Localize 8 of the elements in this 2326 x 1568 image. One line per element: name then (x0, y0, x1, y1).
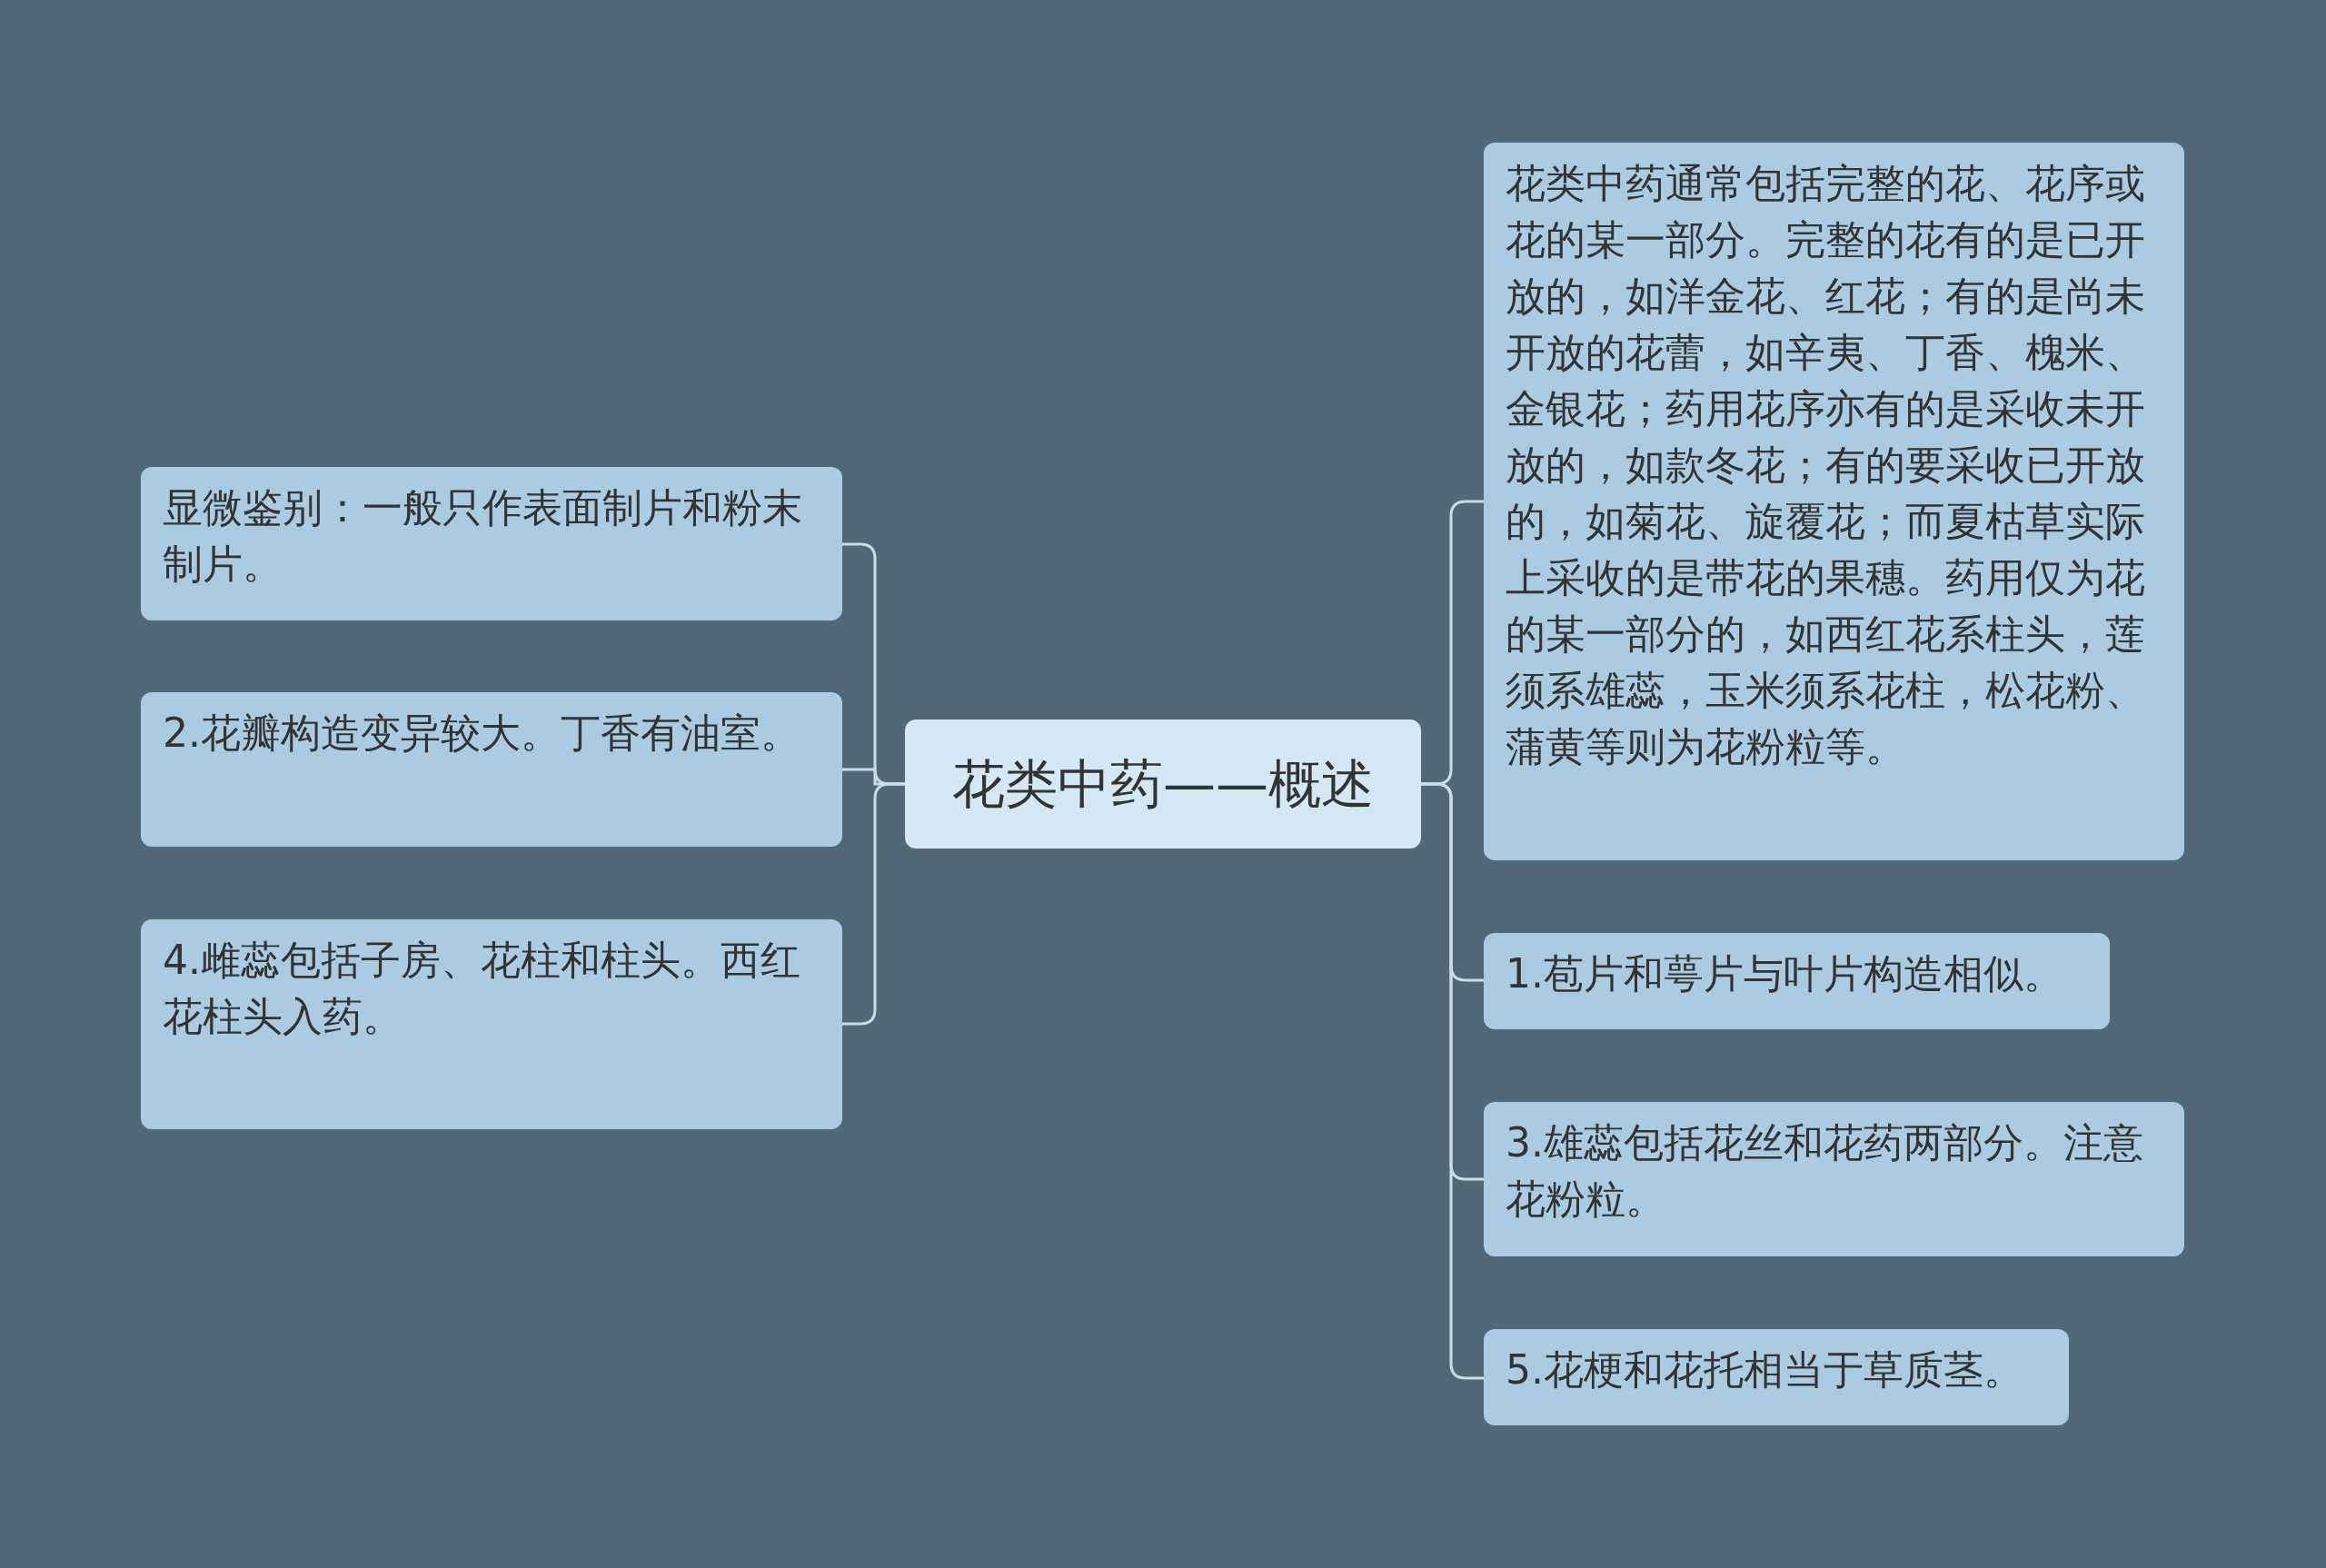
topic-box: 4.雌蕊包括子房、花柱和柱头。西红花柱头入药。 (141, 919, 842, 1129)
topic-box: 显微鉴别：一般只作表面制片和粉末制片。 (141, 467, 842, 620)
topic-box: 3.雄蕊包括花丝和花药两部分。注意花粉粒。 (1484, 1102, 2184, 1256)
topic-box: 5.花梗和花托相当于草质茎。 (1484, 1329, 2069, 1425)
topic-box: 花类中药通常包括完整的花、花序或花的某一部分。完整的花有的是已开放的，如洋金花、红花；有的是尚未开放的花蕾，如辛夷、丁香、槐米、金银花；药用花序亦有的是采收未开放的，如款冬花；有的要采收已开放的，如菊花、旋覆花；而夏枯草实际上采收的是带花的果穗。药用仅为花的某一部分的，如西红花系柱头，莲须系雄蕊，玉米须系花柱，松花粉、蒲黄等则为花粉粒等。 (1484, 143, 2184, 860)
topic-box: 1.苞片和萼片与叶片构造相似。 (1484, 933, 2110, 1029)
topic-box: 2.花瓣构造变异较大。丁香有油室。 (141, 692, 842, 847)
central-topic-box: 花类中药——概述 (905, 719, 1421, 849)
